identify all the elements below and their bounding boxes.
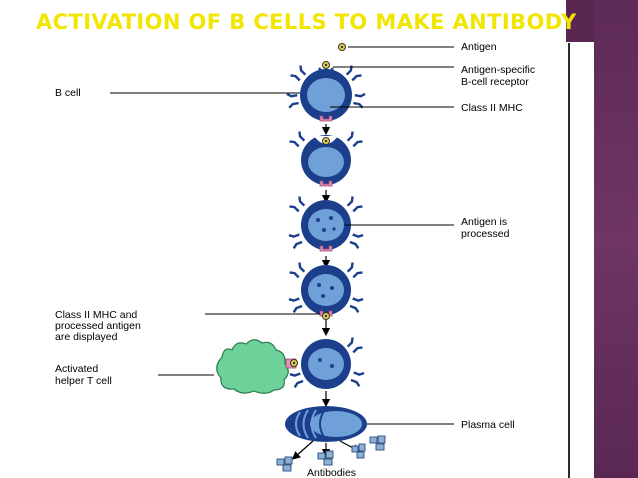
label-helper-line1: Activated [55,363,98,375]
b-cell-stage-5 [285,336,366,389]
label-processed-line2: processed [461,228,510,240]
label-receptor-line1: Antigen-specific [461,64,535,76]
free-antigen [338,43,346,51]
antibody-group [276,435,386,472]
b-cell-stage-2 [288,130,364,187]
antibody [276,456,293,472]
helper-t-cell [216,339,289,394]
slide-title: ACTIVATION OF B CELLS TO MAKE ANTIBODY [36,10,577,34]
label-displayed-line3: are displayed [55,331,118,343]
antibody [369,435,386,451]
plasma-cell [285,406,367,442]
label-processed-line1: Antigen is [461,216,507,228]
slide-sidebar [594,0,638,478]
antibody [317,450,334,466]
label-antibodies: Antibodies [307,467,356,478]
label-receptor-line2: B-cell receptor [461,76,529,88]
label-antigen: Antigen [461,41,497,53]
label-helper-line2: helper T cell [55,375,112,387]
b-cell-activation-diagram: Antigen Antigen-specific B-cell receptor… [55,41,535,478]
leader-lines [110,46,454,425]
frame-line [568,43,570,478]
label-class-mhc: Class II MHC [461,102,523,114]
b-cell-stage-3 [287,195,365,252]
label-plasma-cell: Plasma cell [461,419,515,431]
label-b-cell: B cell [55,87,81,99]
label-displayed-line2: processed antigen [55,320,141,332]
b-cell-stage-4 [287,261,365,320]
b-cell-stage-1 [285,43,367,122]
label-displayed-line1: Class II MHC and [55,309,137,321]
sidebar-top-strip [566,0,594,42]
antibody [351,443,366,459]
